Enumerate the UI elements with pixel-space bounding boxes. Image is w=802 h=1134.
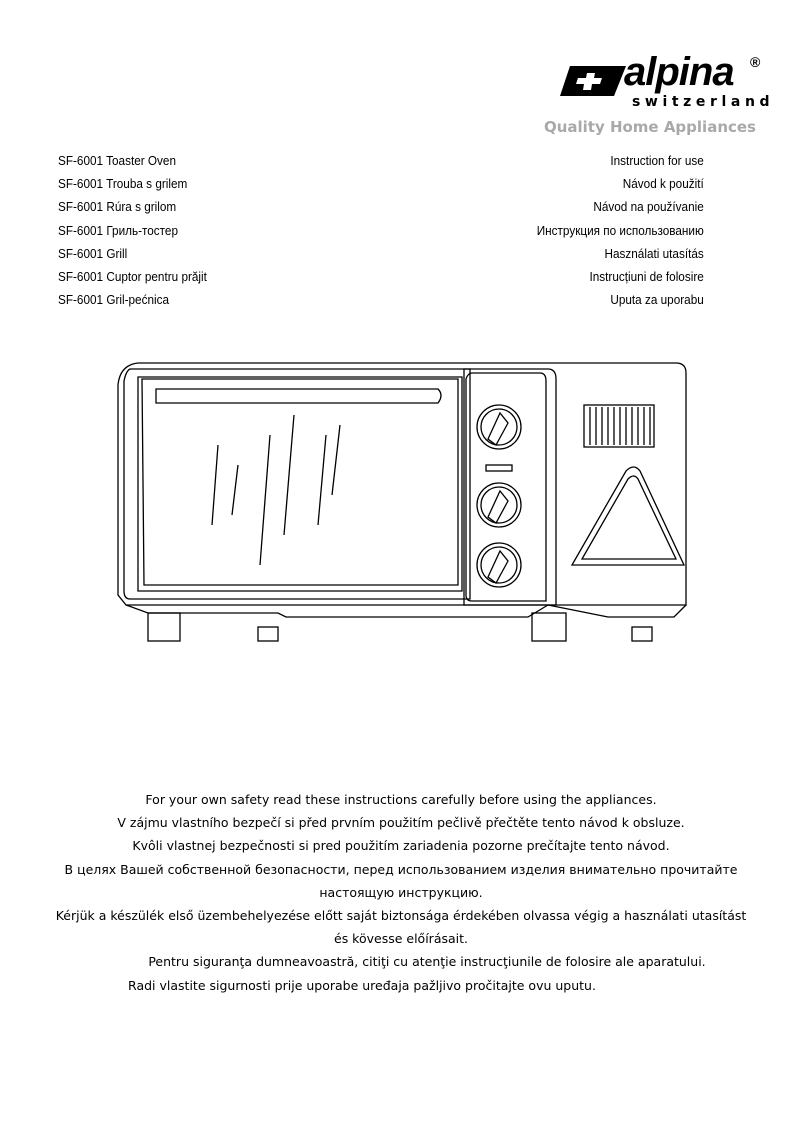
brand-tagline: Quality Home Appliances [543,118,756,136]
safety-note: настоящую инструкцию. [319,884,483,900]
product-name: SF-6001 Rúra s grilom [58,200,177,215]
registered-mark: ® [750,54,761,70]
title-row: SF-6001 Grill Használati utasítás [58,245,704,268]
title-row: SF-6001 Гриль-тостер Инструкция по испол… [58,222,704,245]
safety-note: For your own safety read these instructi… [145,792,657,807]
product-name: SF-6001 Гриль-тостер [58,223,179,238]
document-title: Használati utasítás [604,246,704,261]
safety-note: Pentru siguranţa dumneavoastră, citiţi c… [148,954,706,970]
toaster-oven-drawing [117,362,687,642]
document-title: Návod na používanie [593,200,704,215]
title-list: SF-6001 Toaster Oven Instruction for use… [58,152,745,314]
document-title: Instruction for use [610,154,704,168]
document-title: Instrucțiuni de folosire [589,269,704,284]
title-row: SF-6001 Toaster Oven Instruction for use [58,152,704,175]
title-row: SF-6001 Gril-pećnica Uputa za uporabu [58,291,704,314]
product-name: SF-6001 Trouba s grilem [58,177,188,192]
document-title: Návod k použití [622,177,704,192]
swiss-cross-flag-icon [560,66,626,96]
title-row: SF-6001 Trouba s grilem Návod k použití [58,175,704,198]
document-title: Инструкция по использованию [536,223,704,238]
document-title: Uputa za uporabu [610,293,704,308]
safety-note: Radi vlastite sigurnosti prije uporabe u… [128,977,596,993]
product-name: SF-6001 Grill [58,246,128,261]
brand-logo: alpina ® switzerland [560,50,770,114]
safety-note: В целях Вашей собственной безопасности, … [64,861,738,877]
title-row: SF-6001 Cuptor pentru prăjit Instrucțiun… [58,268,704,291]
product-name: SF-6001 Cuptor pentru prăjit [58,269,207,284]
safety-note: Kérjük a készülék első üzembehelyezése e… [55,908,747,924]
title-row: SF-6001 Rúra s grilom Návod na používani… [58,198,704,221]
safety-note: és kövesse előírásait. [334,931,468,947]
product-name: SF-6001 Toaster Oven [58,154,176,168]
safety-note: V zájmu vlastního bezpečí si před prvním… [117,815,685,831]
safety-notes: For your own safety read these instructi… [40,788,762,997]
safety-note: Kvôli vlastnej bezpečnosti si pred použi… [132,838,670,854]
brand-name: alpina [624,50,735,94]
product-name: SF-6001 Gril-pećnica [58,293,170,308]
brand-subtitle: switzerland [632,94,775,110]
